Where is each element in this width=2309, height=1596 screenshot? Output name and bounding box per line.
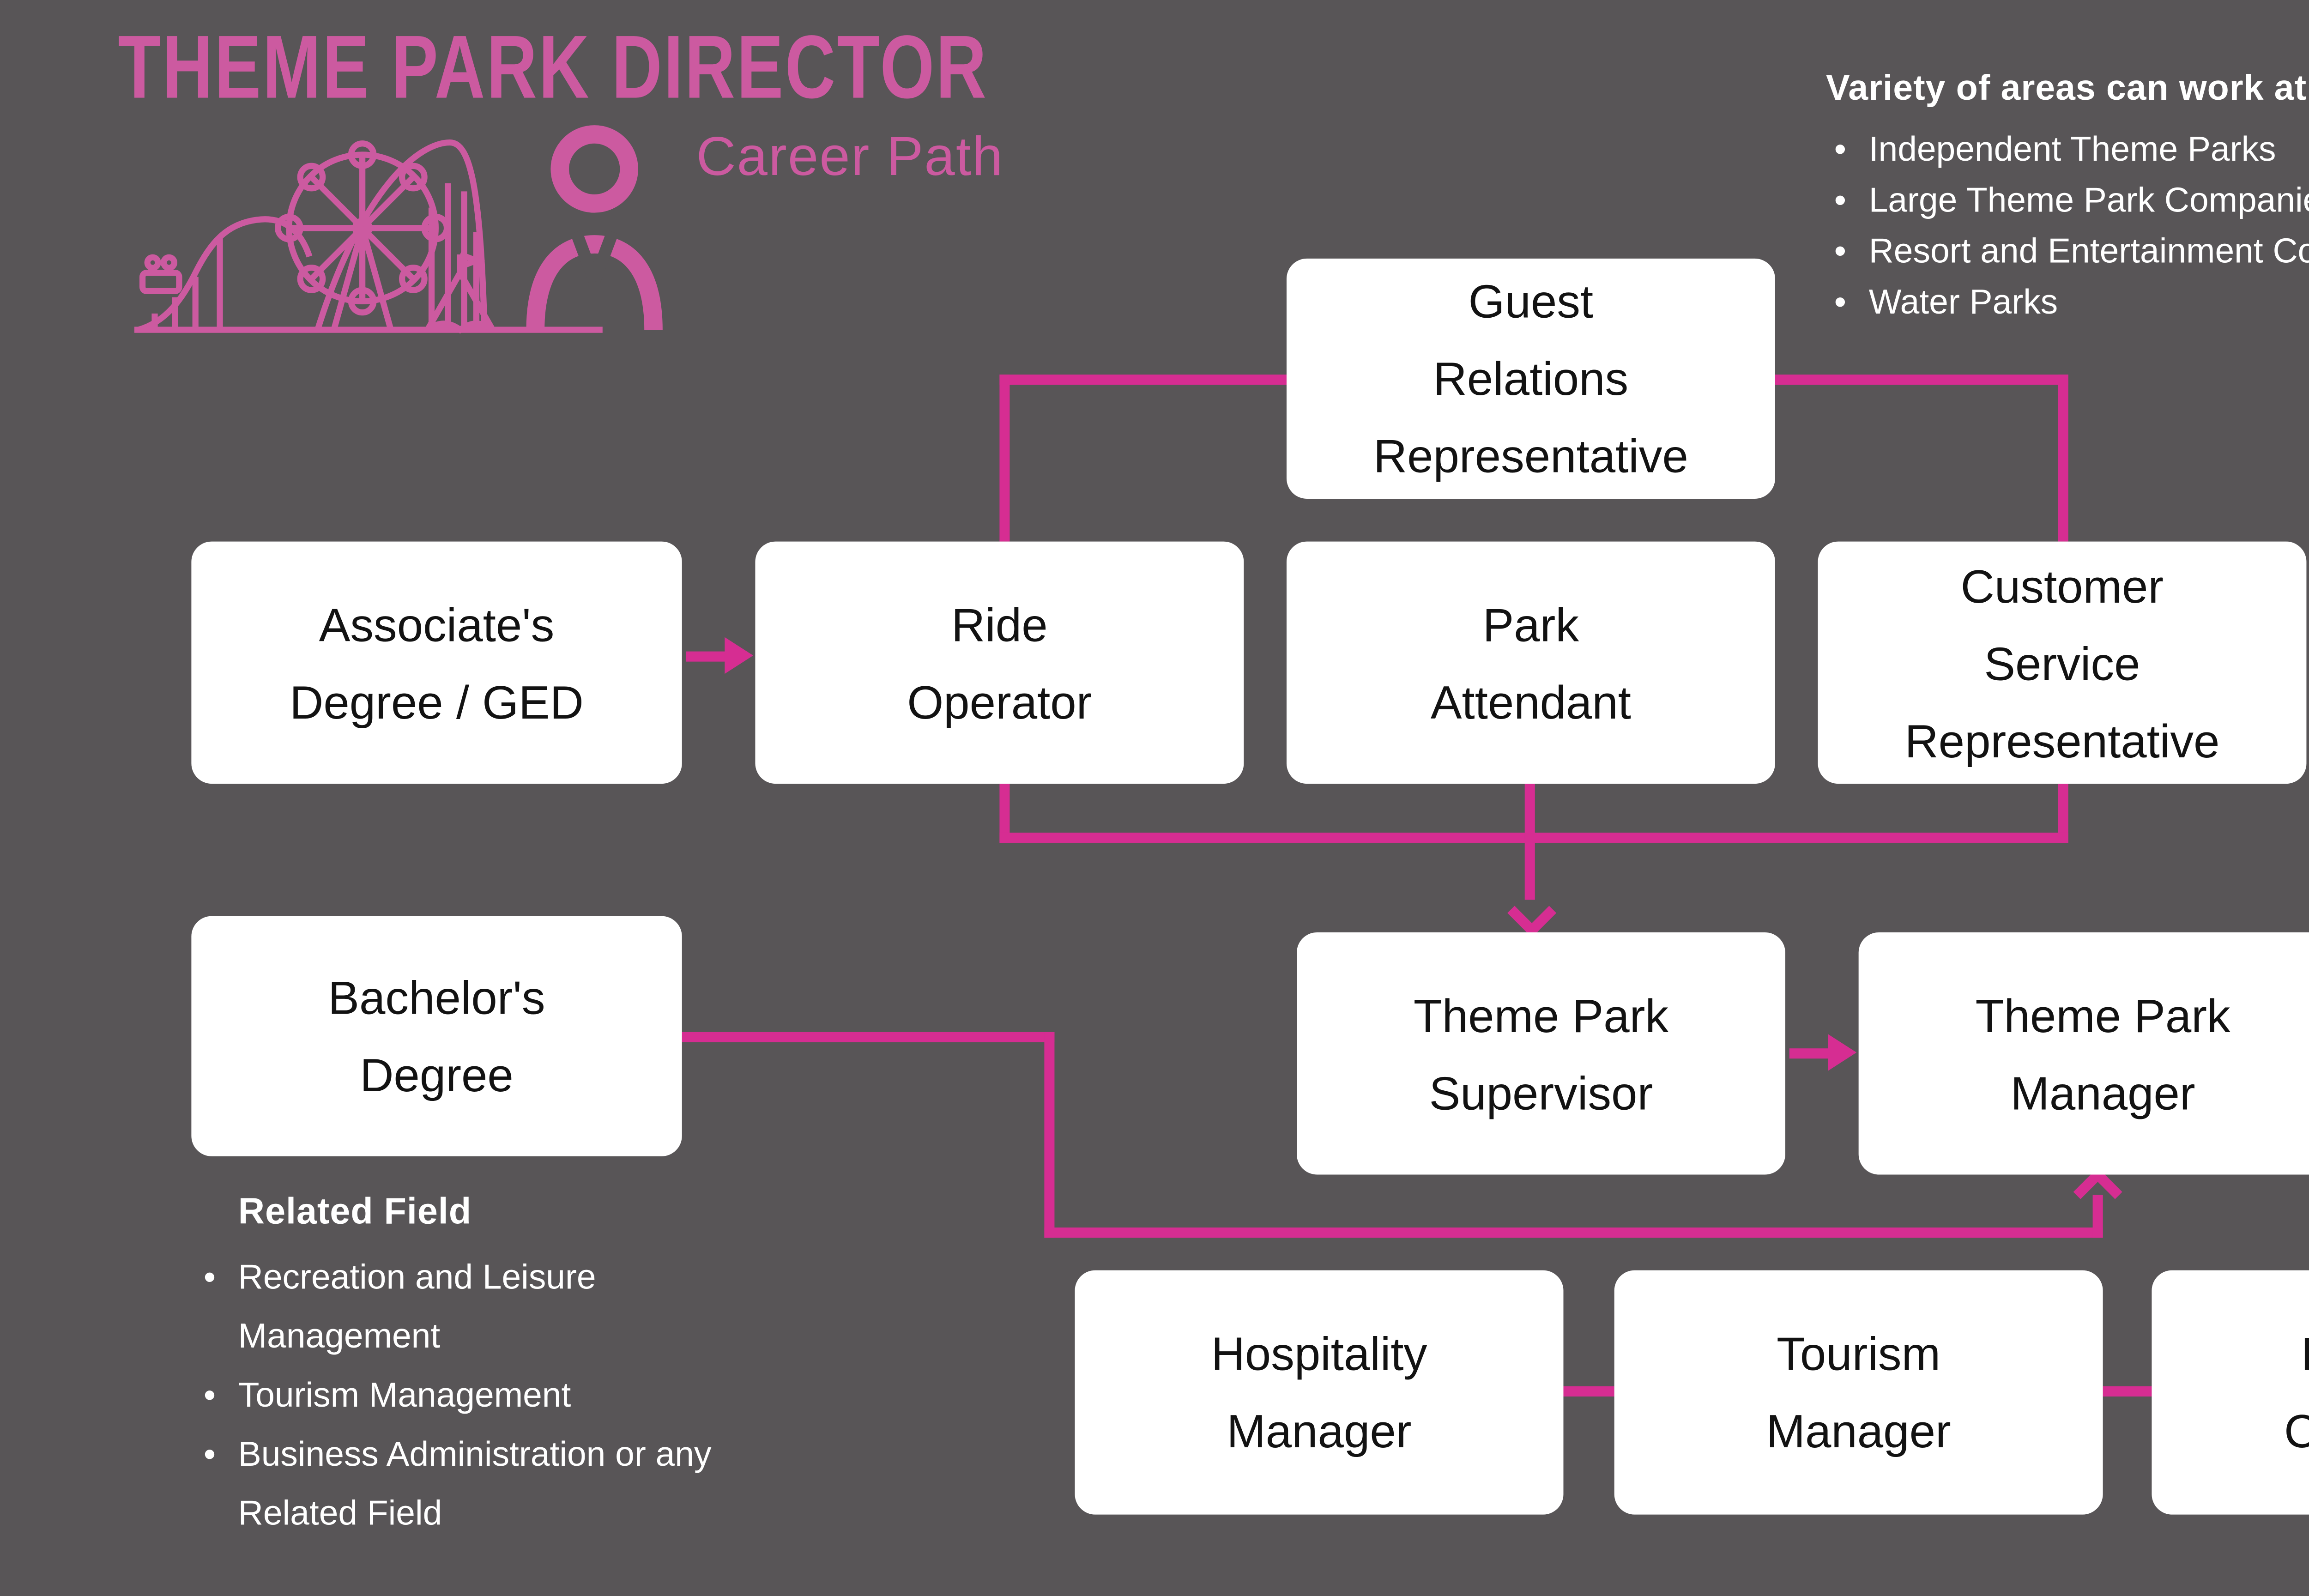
connector-csr-down [2058, 784, 2068, 843]
list-item: Tourism Management [195, 1366, 806, 1425]
arrowhead-to-manager [2073, 1167, 2122, 1216]
connector-bachelors-v1 [1044, 1032, 1055, 1238]
ferris-wheel-icon [275, 140, 450, 331]
work-areas-heading: Variety of areas can work at: [1826, 67, 2309, 108]
page-title: THEME PARK DIRECTOR [118, 18, 988, 118]
arrowhead-to-supervisor [1507, 889, 1557, 938]
related-field-panel: Related Field Recreation and Leisure Man… [195, 1191, 806, 1543]
person-icon [526, 125, 663, 330]
connector-bachelors-h1 [682, 1032, 1055, 1042]
node-business-consultant: BusinessConsultant [2152, 1270, 2309, 1515]
subtitle: Career Path [696, 126, 1004, 187]
list-item: Resort and Entertainment Companies [1826, 226, 2309, 277]
connector-grr-left-v [999, 375, 1010, 542]
connector-assoc-ride [686, 651, 729, 662]
work-areas-list: Independent Theme Parks Large Theme Park… [1826, 124, 2309, 328]
work-areas-panel: Variety of areas can work at: Independen… [1826, 67, 2309, 327]
connector-grr-right-h [1773, 375, 2068, 385]
list-item: Water Parks [1826, 277, 2309, 328]
list-item: Large Theme Park Companies [1826, 175, 2309, 226]
connector-grr-right-v [2058, 375, 2068, 542]
list-item: Business Administration or any Related F… [195, 1425, 806, 1543]
connector-bachelors-v2 [2092, 1195, 2103, 1238]
connector-hospitality-tourism [1563, 1386, 1614, 1396]
tent-icon [424, 251, 496, 334]
related-field-heading: Related Field [238, 1191, 472, 1232]
connector-grr-left-h [999, 375, 1287, 385]
list-item: Recreation and Leisure Management [195, 1248, 806, 1366]
connector-ride-down [999, 784, 1010, 843]
related-field-list: Recreation and Leisure Management Touris… [195, 1248, 806, 1543]
arrowhead-supervisor-manager [1828, 1034, 1857, 1071]
connector-supervisor-manager [1789, 1048, 1828, 1059]
connector-attendant-down [1524, 784, 1535, 900]
list-item: Independent Theme Parks [1826, 124, 2309, 175]
theme-park-icon [134, 125, 663, 334]
arrowhead-assoc-ride [725, 637, 754, 674]
connector-bachelors-h2 [1044, 1227, 2103, 1238]
connector-tourism-business [2103, 1386, 2152, 1396]
